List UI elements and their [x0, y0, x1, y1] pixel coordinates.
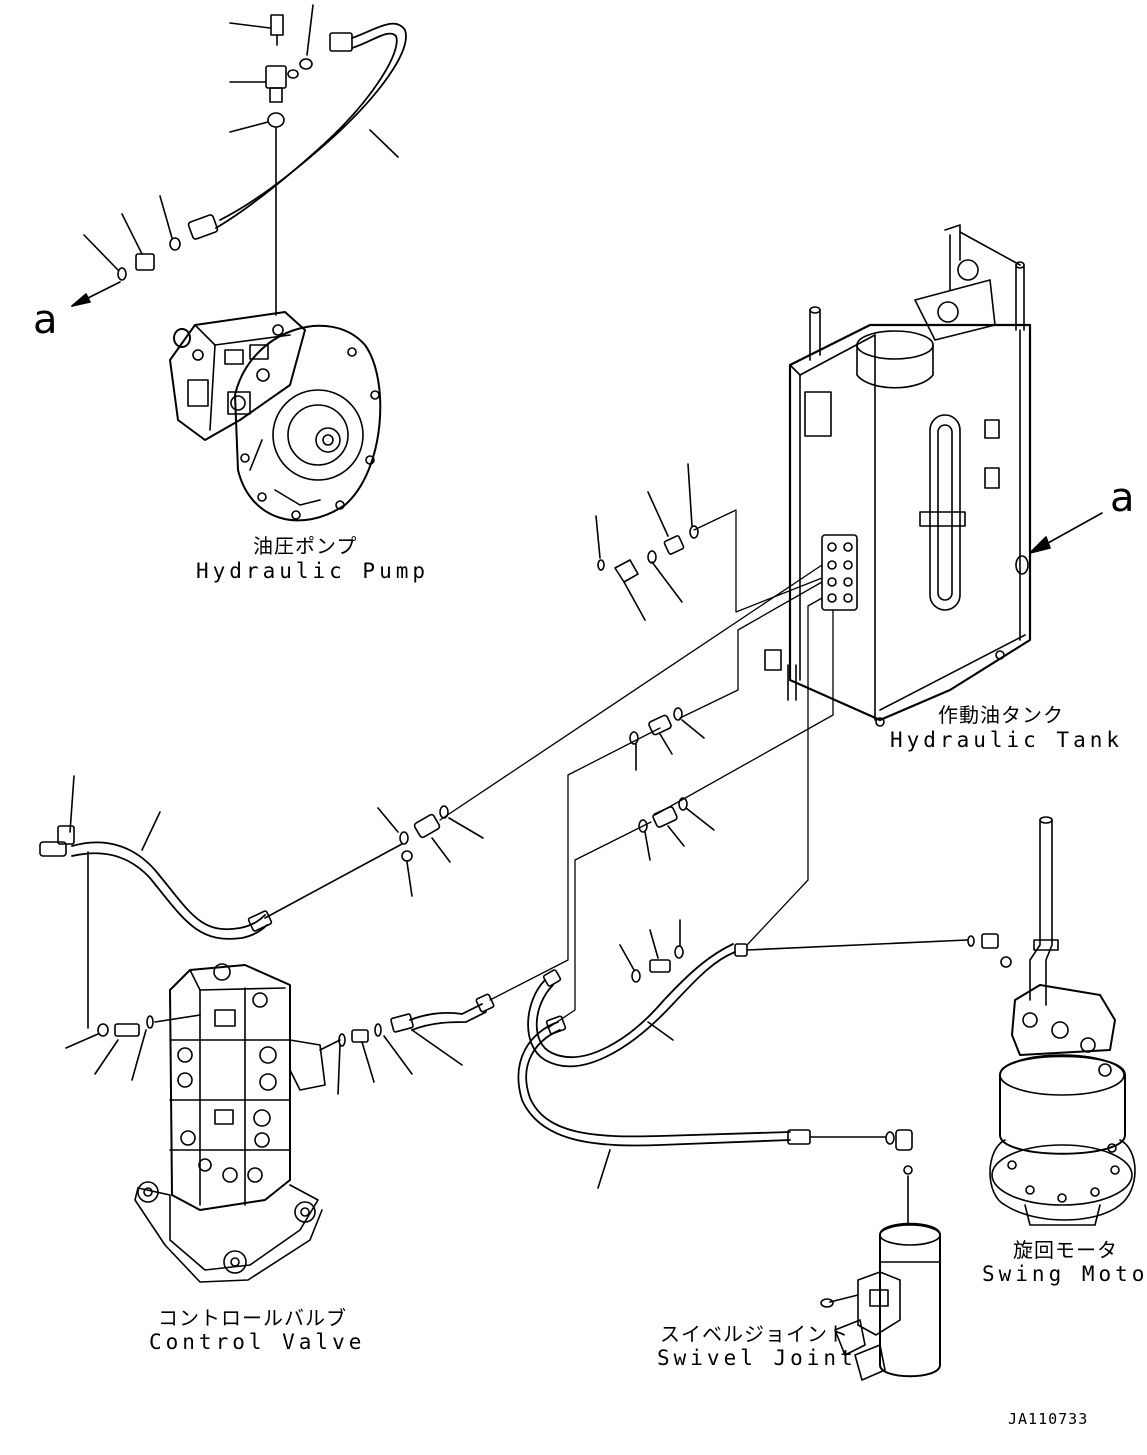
tank-piping [439, 509, 834, 1029]
hydraulic-tank-label-jp: 作動油タンク [938, 703, 1064, 727]
valve-supply-hose [39, 775, 484, 1029]
control-valve-label-en: Control Valve [149, 1330, 366, 1354]
hydraulic-pump [169, 311, 382, 522]
swing-motor-label-jp: 旋回モータ [1013, 1238, 1118, 1262]
control-valve-label-jp: コントロールバルブ [158, 1306, 347, 1330]
swing-motor [967, 816, 1136, 1226]
view-ref-right: a [1110, 475, 1135, 521]
swivel-joint-label-en: Swivel Joint [657, 1346, 857, 1370]
swivel-joint [820, 1129, 941, 1381]
drawing-code: JA110733 [1008, 1410, 1089, 1428]
hydraulic-tank-label-en: Hydraulic Tank [890, 728, 1124, 752]
swing-motor-hoses [517, 919, 968, 1189]
hydraulic-pump-label-jp: 油圧ポンプ [253, 534, 358, 558]
control-valve-fittings [65, 993, 495, 1095]
swivel-joint-label-jp: スイベルジョイント [660, 1322, 849, 1346]
hydraulic-pump-label-en: Hydraulic Pump [196, 559, 430, 583]
hydraulic-tank [764, 224, 1103, 727]
tank-port-fittings [595, 463, 715, 861]
view-ref-left: a [33, 297, 58, 343]
swing-motor-label-en: Swing Motor [982, 1262, 1147, 1286]
pump-hose-assembly [71, 4, 407, 316]
control-valve [134, 963, 326, 1283]
